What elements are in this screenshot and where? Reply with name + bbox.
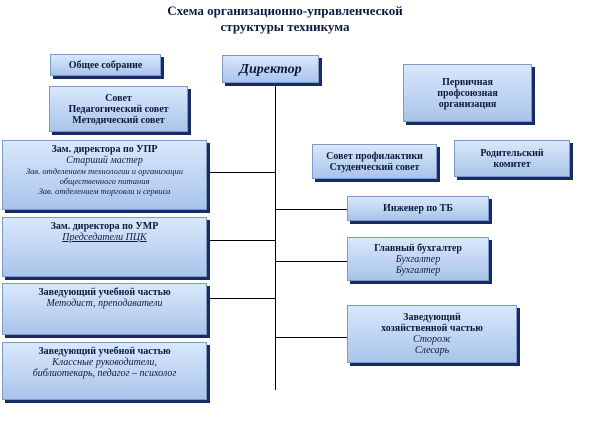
councils-box: Совет Педагогический совет Методический … <box>49 86 188 132</box>
household-box: Заведующий хозяйственной частью Сторож С… <box>347 305 517 363</box>
connector-deputy-upr <box>207 172 275 173</box>
trade-union-line-3: организация <box>438 98 497 110</box>
title-line-2: структуры техникума <box>220 19 350 34</box>
parents-committee-line-2: комитет <box>493 158 531 170</box>
connector-safety-engineer <box>275 209 347 210</box>
connector-household <box>275 337 347 338</box>
study-head-2-line-2: библиотекарь, педагог – психолог <box>32 368 177 379</box>
chief-accountant-box: Главный бухгалтер Бухгалтер Бухгалтер <box>347 237 489 281</box>
deputy-upr-title: Зам. директора по УПР <box>51 144 158 155</box>
locksmith-label: Слесарь <box>414 345 450 356</box>
trade-union-box: Первичная профсоюзная организация <box>403 64 532 122</box>
deputy-upr-line-3: Зав. отделением торговли и сервиса <box>38 186 171 196</box>
safety-engineer-box: Инженер по ТБ <box>347 196 489 221</box>
study-head-2-box: Заведующий учебной частью Классные руков… <box>2 342 207 400</box>
diagram-title: Схема организационно-управленческой стру… <box>130 3 440 35</box>
trade-union-line-1: Первичная <box>442 76 493 88</box>
study-head-1-line-1: Методист, преподаватели <box>46 298 163 309</box>
watchman-label: Сторож <box>412 334 452 345</box>
trade-union-line-2: профсоюзная <box>437 87 498 99</box>
deputy-upr-line-2: Зав. отделением технологии и организации… <box>25 166 184 186</box>
connector-chief-accountant <box>275 261 347 262</box>
general-meeting-box: Общее собрание <box>50 54 161 76</box>
chief-accountant-title: Главный бухгалтер <box>374 242 462 254</box>
director-box: Директор <box>222 55 319 83</box>
council-label: Совет <box>105 92 132 104</box>
title-line-1: Схема организационно-управленческой <box>167 3 403 18</box>
connector-study-head-1 <box>207 298 275 299</box>
director-label: Директор <box>239 61 302 77</box>
deputy-umr-title: Зам. директора по УМР <box>50 221 159 232</box>
accountant-line-1: Бухгалтер <box>395 253 441 265</box>
methodical-council-label: Методический совет <box>72 114 165 126</box>
student-council-label: Студенческий совет <box>329 161 420 173</box>
deputy-umr-line-1: Председатели ПЦК <box>62 232 147 243</box>
household-title-line-1: Заведующий <box>403 312 461 323</box>
general-meeting-label: Общее собрание <box>68 59 143 71</box>
trunk-line <box>275 84 276 390</box>
connector-deputy-umr <box>207 240 275 241</box>
prevention-council-label: Совет профилактики <box>326 150 423 162</box>
parents-committee-box: Родительский комитет <box>454 140 570 177</box>
study-head-2-line-1: Классные руководители, <box>52 357 157 368</box>
deputy-upr-line-1: Старший мастер <box>66 155 143 166</box>
parents-committee-line-1: Родительский <box>480 147 544 159</box>
study-head-1-box: Заведующий учебной частью Методист, преп… <box>2 283 207 335</box>
safety-engineer-label: Инженер по ТБ <box>383 203 453 214</box>
accountant-line-2: Бухгалтер <box>395 264 441 276</box>
prevention-council-box: Совет профилактики Студенческий совет <box>312 144 437 179</box>
study-head-2-title: Заведующий учебной частью <box>38 346 171 357</box>
deputy-umr-box: Зам. директора по УМР Председатели ПЦК <box>2 217 207 277</box>
deputy-upr-box: Зам. директора по УПР Старший мастер Зав… <box>2 140 207 210</box>
study-head-1-title: Заведующий учебной частью <box>38 287 171 298</box>
household-title-line-2: хозяйственной частью <box>381 323 483 334</box>
pedagogical-council-label: Педагогический совет <box>68 103 169 115</box>
